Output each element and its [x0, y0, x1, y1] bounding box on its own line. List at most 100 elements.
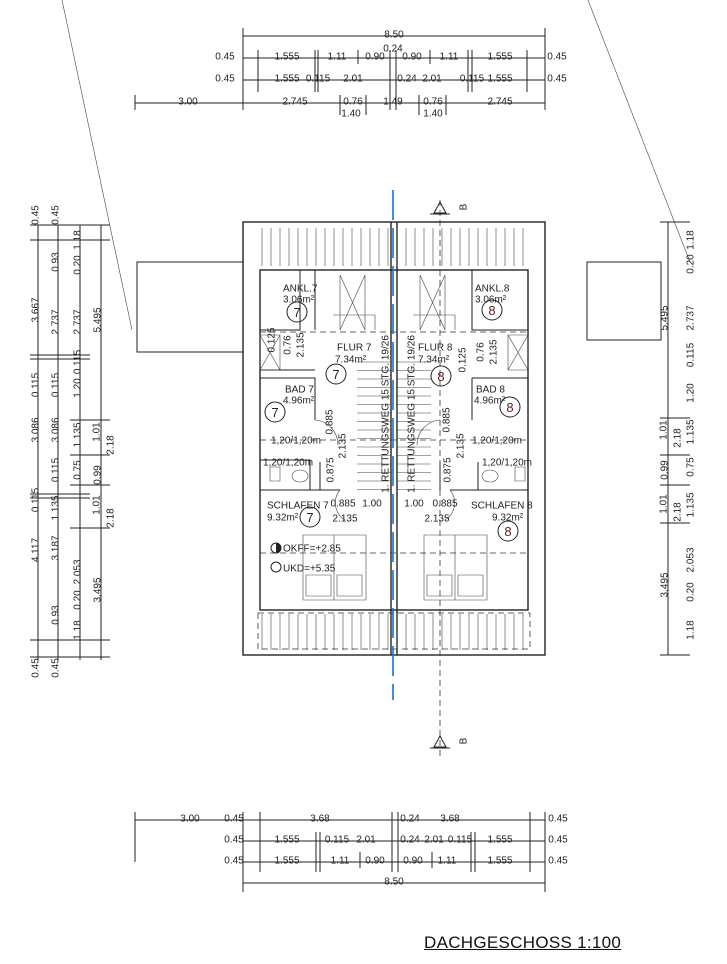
- dimension-label: 0.885: [325, 409, 336, 434]
- dimension-label: 1.11: [331, 856, 350, 867]
- dimension-label: 0.115: [31, 372, 42, 397]
- dim-total-bottom: 8.50: [384, 877, 404, 888]
- dimension-label: 1.11: [438, 856, 457, 867]
- dimension-label: 1.00: [362, 499, 382, 510]
- dimension-label: 3.187: [51, 535, 62, 560]
- dimension-label: 0.115: [73, 349, 84, 374]
- dimension-label: 1.18: [686, 230, 697, 250]
- dimension-label: 3.495: [93, 577, 104, 602]
- dimension-label: 1.135: [686, 492, 697, 517]
- dimension-label: 0.45: [224, 835, 244, 846]
- dimension-label: 0.24: [400, 835, 420, 846]
- dimension-label: 0.125: [458, 347, 469, 372]
- dimension-label: 2.01: [424, 835, 444, 846]
- dimension-label: 0.115: [325, 835, 350, 846]
- room-name: FLUR 7: [337, 343, 372, 354]
- dimension-label: 0.76: [476, 342, 487, 362]
- dimension-label: 0.93: [51, 605, 62, 625]
- dimension-label: 0.75: [73, 460, 84, 480]
- dormer-left: [136, 261, 244, 353]
- dimension-label: 2.18: [106, 508, 117, 528]
- dimension-label: 0.45: [215, 74, 235, 85]
- dimension-label: 1.20: [73, 378, 84, 398]
- stair-label: 1. RETTUNGSWEG 15 STG. 19/26: [407, 335, 418, 493]
- room-area: 4.96m²: [474, 396, 506, 407]
- drawing-title: DACHGESCHOSS 1:100: [424, 933, 622, 952]
- room-number-circle: [264, 401, 286, 423]
- right-dimensions: [660, 221, 690, 656]
- window-label: 1,20/1,20m: [271, 436, 321, 447]
- dimension-label: 2.135: [489, 339, 500, 364]
- ukd-symbol-icon: [270, 561, 282, 573]
- room-number-circle: [325, 363, 347, 385]
- dimension-label: 1.01: [659, 494, 670, 514]
- dimension-label: 3.68: [310, 814, 330, 825]
- dimension-label: 2.18: [106, 435, 117, 455]
- level-okff: OKFF=+2.85: [283, 544, 341, 555]
- room-name: SCHLAFEN 7: [267, 501, 329, 512]
- room-number: 8: [504, 524, 511, 539]
- dimension-label: 5.495: [93, 307, 104, 332]
- dimension-label: 2.01: [343, 74, 363, 85]
- dimension-label: 0.885: [330, 499, 355, 510]
- dimension-label: 1.555: [274, 74, 299, 85]
- window-label: 1,20/1,20m: [472, 436, 522, 447]
- dimension-label: 1.01: [92, 422, 103, 442]
- section-label-top: B: [459, 203, 470, 210]
- dimension-label: 2.135: [296, 332, 307, 357]
- dimension-label: 0.90: [403, 856, 423, 867]
- dimension-label: 2.745: [487, 97, 512, 108]
- dimension-label: 3.667: [31, 297, 42, 322]
- dimension-label: 0.45: [51, 205, 62, 225]
- dimension-label: 1.135: [686, 419, 697, 444]
- room-area: 3.06m²: [283, 295, 315, 306]
- dimension-label: 2.135: [338, 433, 349, 458]
- room-number: 7: [332, 367, 339, 382]
- dimension-label: 2.737: [686, 305, 697, 330]
- dimension-label: 0.20: [73, 255, 84, 275]
- dimension-label: 0.90: [365, 856, 385, 867]
- dimension-label: 0.115: [51, 372, 62, 397]
- dimension-label: 0.115: [460, 74, 485, 85]
- dimension-label: 2.053: [686, 547, 697, 572]
- dimension-label: 1.555: [274, 856, 299, 867]
- window-label: 1,20/1,20m: [263, 458, 313, 469]
- building-outline: [242, 221, 546, 656]
- dimension-label: 1.20: [686, 383, 697, 403]
- dimension-label: 2.053: [73, 559, 84, 584]
- dormer-right: [586, 261, 662, 341]
- dimension-label: 1.18: [73, 620, 84, 640]
- dimension-label: 2.18: [673, 502, 684, 522]
- dimension-label: 1.11: [440, 52, 459, 63]
- dimension-label: 0.90: [365, 52, 385, 63]
- dimension-label: 0.45: [547, 52, 567, 63]
- dimension-label: 3.00: [180, 814, 200, 825]
- top-dimensions: [134, 28, 546, 115]
- dimension-label: 0.45: [548, 814, 568, 825]
- dimension-label: 0.45: [215, 52, 235, 63]
- section-label-bottom: B: [459, 737, 470, 744]
- room-number-circle: [430, 365, 452, 387]
- dimension-label: 2.18: [673, 428, 684, 448]
- dimension-label: 1.01: [659, 420, 670, 440]
- dimension-label: 0.45: [548, 856, 568, 867]
- dimension-label: 1.00: [404, 499, 424, 510]
- dimension-label: 0.45: [548, 835, 568, 846]
- dimension-label: 4.117: [31, 537, 42, 562]
- dimension-label: 0.99: [660, 460, 671, 480]
- dimension-label: 0.115: [686, 342, 697, 367]
- dimension-label: 0.24: [400, 814, 420, 825]
- dimension-label: 3.086: [31, 417, 42, 442]
- room-number: 8: [488, 303, 495, 318]
- room-number-circle: [499, 396, 521, 418]
- dimension-label: 3.086: [51, 417, 62, 442]
- dimension-label: 0.115: [51, 457, 62, 482]
- room-name: ANKL.8: [475, 284, 510, 295]
- dimension-label: 0.45: [51, 658, 62, 678]
- dimension-label: 0.76: [343, 97, 363, 108]
- dimension-label: 1.11: [328, 52, 347, 63]
- dimension-label: 1.555: [274, 52, 299, 63]
- room-number: 7: [271, 405, 278, 420]
- room-name: BAD 7: [285, 385, 314, 396]
- dimension-label: 0.45: [224, 814, 244, 825]
